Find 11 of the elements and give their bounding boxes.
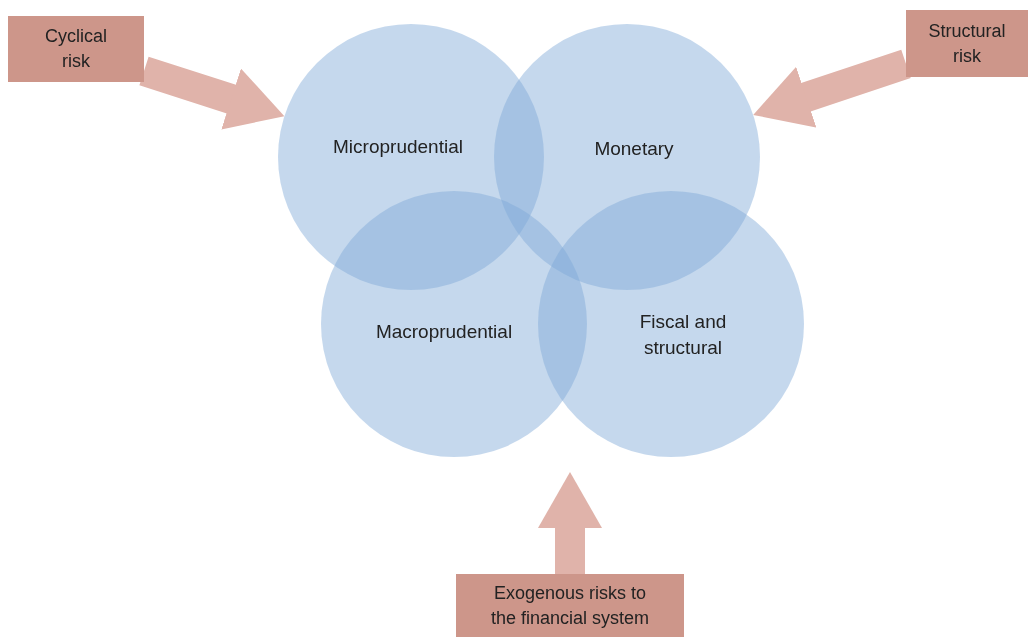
risk-box: [906, 10, 1028, 77]
circle-label: Fiscal and structural: [638, 310, 728, 360]
risk-box: [456, 574, 684, 637]
block-arrow: [538, 472, 602, 574]
circle-label: Macroprudential: [374, 320, 514, 344]
box-label: Cyclical risk: [44, 25, 108, 73]
box-label: Structural risk: [928, 19, 1006, 68]
box-label: Exogenous risks to the financial system: [489, 581, 651, 630]
risk-box: [8, 16, 144, 82]
circle-label: Monetary: [593, 137, 675, 161]
circle-label: Microprudential: [332, 135, 464, 159]
